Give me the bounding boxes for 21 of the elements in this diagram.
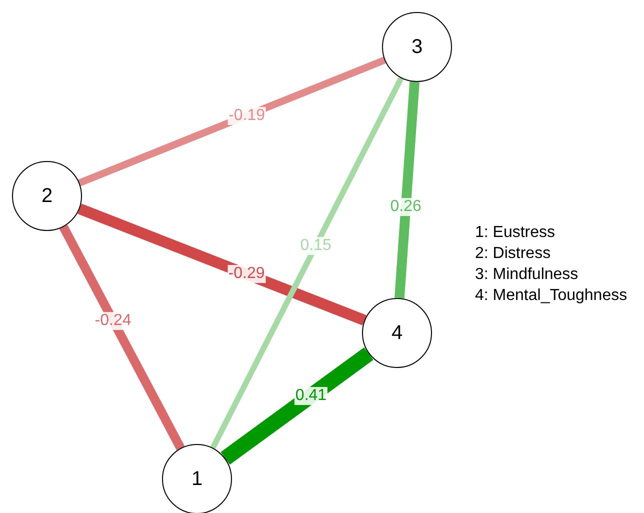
- edge-label: 0.26: [389, 198, 422, 216]
- node-label: 2: [41, 184, 53, 208]
- edge-label: -0.29: [227, 265, 266, 284]
- node-label: 3: [411, 36, 423, 58]
- edge-line: [78, 56, 386, 186]
- legend-entry: 4: Mental_Toughness: [475, 287, 628, 305]
- legend-entry: 3: Mindfulness: [475, 266, 578, 284]
- edge-line: [394, 82, 420, 298]
- edge-line: [210, 76, 404, 450]
- edge-line: [78, 204, 366, 326]
- edge-line: [59, 224, 185, 450]
- legend-entry: 2: Distress: [475, 245, 551, 263]
- edge-label: -0.24: [94, 312, 132, 330]
- edge-line: [220, 347, 374, 465]
- legend-entry: 1: Eustress: [475, 224, 556, 242]
- node-label: 1: [191, 468, 203, 490]
- node-label: 4: [391, 322, 403, 344]
- edge-label: -0.19: [228, 106, 266, 125]
- edge-label: 0.41: [294, 386, 328, 405]
- node-circle: [162, 444, 232, 513]
- edge-label: 0.15: [299, 236, 332, 255]
